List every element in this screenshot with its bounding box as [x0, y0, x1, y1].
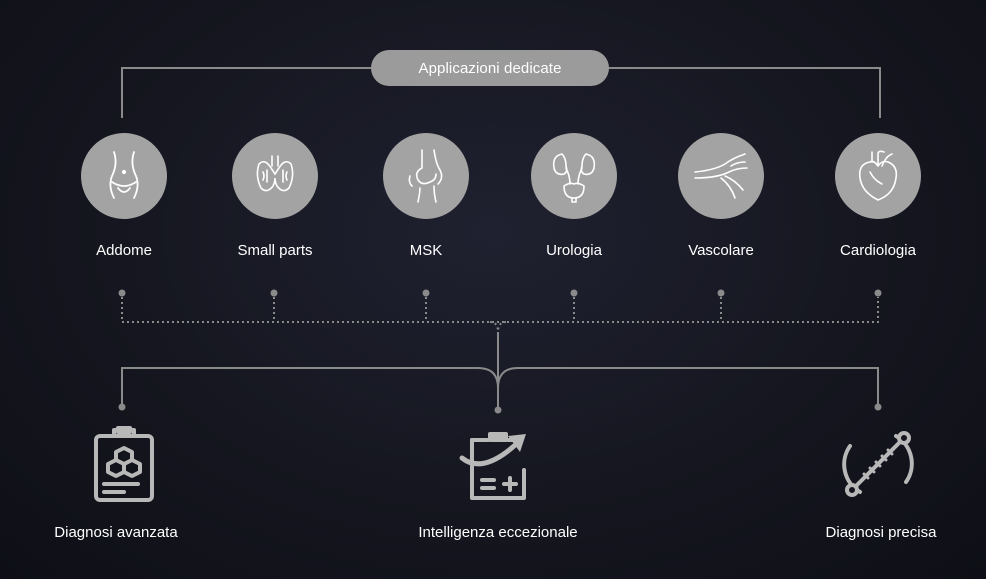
section-title: Applicazioni dedicate	[418, 59, 562, 77]
feature-label-intelligenza-eccezionale: Intelligenza eccezionale	[418, 524, 578, 541]
bottom-bracket-line	[121, 367, 879, 405]
app-label-cardiologia: Cardiologia	[840, 242, 916, 259]
knee-joint-icon	[383, 133, 469, 219]
feature-label-diagnosi-avanzata: Diagnosi avanzata	[54, 524, 178, 541]
thyroid-icon	[232, 133, 318, 219]
app-label-addome: Addome	[96, 242, 152, 259]
clipboard-cubes-icon	[84, 424, 164, 504]
heart-icon	[835, 133, 921, 219]
clipboard-arrow-icon	[458, 424, 538, 504]
section-title-pill: Applicazioni dedicate	[371, 50, 609, 86]
abdomen-icon	[81, 133, 167, 219]
app-label-urologia: Urologia	[546, 242, 602, 259]
dotted-bracket	[118, 289, 882, 297]
app-label-small-parts: Small parts	[237, 242, 313, 259]
feature-label-diagnosi-precisa: Diagnosi precisa	[825, 524, 937, 541]
top-bracket-line	[121, 67, 881, 118]
kidneys-bladder-icon	[531, 133, 617, 219]
caliper-circle-icon	[838, 424, 918, 504]
app-label-msk: MSK	[409, 242, 443, 259]
app-label-vascolare: Vascolare	[688, 242, 754, 259]
blood-vessels-icon	[678, 133, 764, 219]
